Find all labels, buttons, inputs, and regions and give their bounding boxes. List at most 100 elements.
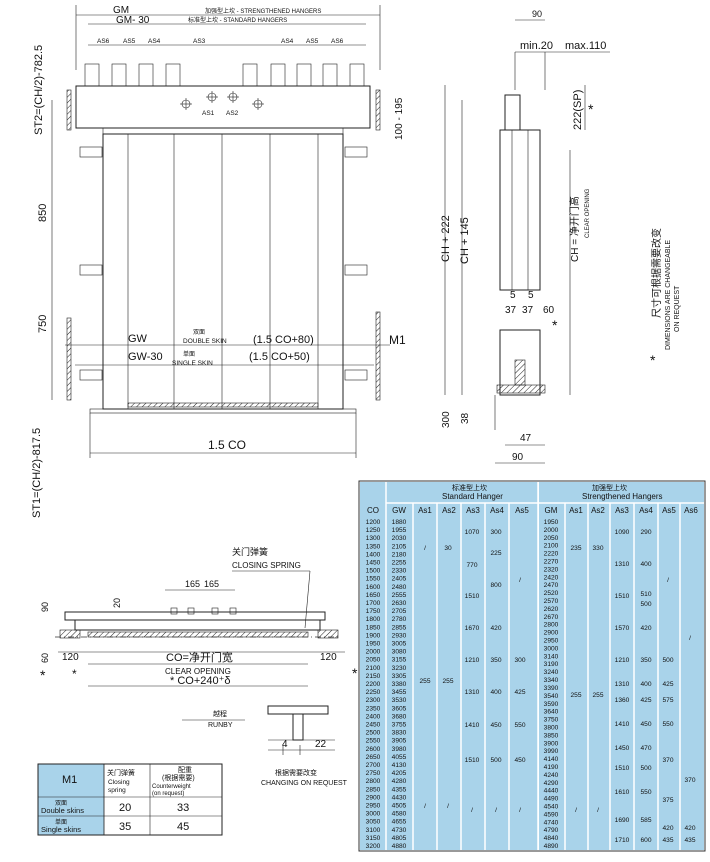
gw-value: 4730 [392, 827, 407, 834]
gm-value: 2270 [544, 559, 559, 566]
as4-right: AS4 [281, 38, 294, 45]
gm-value: 3900 [544, 740, 559, 747]
gw-value: 3680 [392, 713, 407, 720]
gm-value: 4540 [544, 803, 559, 810]
gw-value: 2330 [392, 568, 407, 575]
gw-value: 3005 [392, 641, 407, 648]
str-cell: 1510 [615, 593, 630, 600]
gw-value: 4055 [392, 754, 407, 761]
co-value: 1900 [366, 632, 381, 639]
gm-value: 3640 [544, 709, 559, 716]
str-cell: 425 [662, 681, 673, 688]
gm-value: 2520 [544, 590, 559, 597]
std-cell: / [495, 807, 497, 814]
gm-value: 2220 [544, 551, 559, 558]
d100-195-label: 100 - 195 [394, 97, 405, 140]
co-value: 1500 [366, 568, 381, 575]
std-cell: 1070 [465, 529, 480, 536]
gw-value: 3980 [392, 746, 407, 753]
gm-value: 4240 [544, 772, 559, 779]
m1-r1-en: Double skins [41, 806, 84, 815]
gm-value: 2420 [544, 574, 559, 581]
d90-top: 90 [532, 9, 542, 19]
str-cell: 500 [640, 765, 651, 772]
gm-value: 2620 [544, 606, 559, 613]
gm-value: 2000 [544, 527, 559, 534]
d37b: 37 [522, 305, 534, 316]
co-value: 2500 [366, 730, 381, 737]
co-value: 1800 [366, 616, 381, 623]
str-cell: 350 [640, 657, 651, 664]
str-cell: 235 [570, 545, 581, 552]
co-value: 1300 [366, 535, 381, 542]
co-value: 2050 [366, 657, 381, 664]
str-cell: 425 [640, 697, 651, 704]
strengthened-hangers-label: 加强型上坎 - STRENGTHENED HANGERS [205, 7, 321, 15]
co-value: 2700 [366, 762, 381, 769]
note-star: * [650, 352, 656, 368]
gw-value: 3605 [392, 705, 407, 712]
co-value: 2650 [366, 754, 381, 761]
co-value: 2850 [366, 786, 381, 793]
co-value: 3200 [366, 843, 381, 850]
str-cell: 330 [592, 545, 603, 552]
d850-label: 850 [37, 204, 49, 222]
co-value: 3050 [366, 819, 381, 826]
note-cn: 尺寸可根据需要改变 [650, 228, 663, 318]
co-value: 1600 [366, 584, 381, 591]
gw-value: 2630 [392, 600, 407, 607]
co-value: 1750 [366, 608, 381, 615]
star-right: * [352, 665, 358, 681]
gm30-label: GM- 30 [116, 15, 150, 26]
m1-label: M1 [389, 333, 406, 347]
m1-r2-en: Single skins [41, 825, 81, 834]
as6-right: AS6 [331, 38, 344, 45]
co-value: 1250 [366, 527, 381, 534]
hanger-table: 标准型上坎 Standard Hanger 加强型上坎 Strengthened… [358, 480, 706, 852]
std-cell: 1510 [465, 757, 480, 764]
gm-value: 4290 [544, 780, 559, 787]
m1-h2-cn2: (根据需要) [162, 773, 195, 782]
std-cell: 1310 [465, 689, 480, 696]
co-value: 1550 [366, 576, 381, 583]
m1-h2-en2: (on request) [152, 791, 184, 797]
std-hanger-en: Standard Hanger [442, 492, 503, 501]
gw-value: 3455 [392, 689, 407, 696]
str-cell: 1410 [615, 721, 630, 728]
str-cell: 370 [684, 777, 695, 784]
gw-value: 4805 [392, 835, 407, 842]
m1-h1-en1: Closing [108, 779, 130, 786]
gw-value: 3530 [392, 697, 407, 704]
gw-value: 3755 [392, 722, 407, 729]
star-mid: * [552, 317, 558, 333]
str-cell: 1690 [615, 817, 630, 824]
str-cell: 420 [684, 825, 695, 832]
co-value: 2100 [366, 665, 381, 672]
str-cell: 435 [684, 837, 695, 844]
spring-cn: 关门弹簧 [232, 546, 268, 557]
gm-value: 3000 [544, 645, 559, 652]
single-skin-cn: 单面 [183, 350, 195, 358]
gw-value: 4880 [392, 843, 407, 850]
std-cell: / [447, 803, 449, 810]
gw-value: 2105 [392, 543, 407, 550]
str-cell: 1310 [615, 681, 630, 688]
as2-label: AS2 [226, 110, 239, 117]
str-cell: 420 [640, 625, 651, 632]
str-cell: 375 [662, 797, 673, 804]
std-cell: 350 [490, 657, 501, 664]
str-cell: / [689, 635, 691, 642]
co-value: 2950 [366, 803, 381, 810]
gw-value: 2555 [392, 592, 407, 599]
str-cell: 510 [640, 591, 651, 598]
d20: 20 [112, 598, 122, 608]
header-left-5: As4 [490, 506, 504, 515]
str-cell: 450 [640, 721, 651, 728]
header-left-1: GW [392, 506, 406, 515]
gm-value: 1950 [544, 519, 559, 526]
str-cell: 600 [640, 837, 651, 844]
gw-double-formula: (1.5 CO+80) [253, 334, 314, 346]
d120-right: 120 [320, 652, 337, 663]
gm-value: 2900 [544, 630, 559, 637]
runby-en: RUNBY [208, 722, 233, 729]
